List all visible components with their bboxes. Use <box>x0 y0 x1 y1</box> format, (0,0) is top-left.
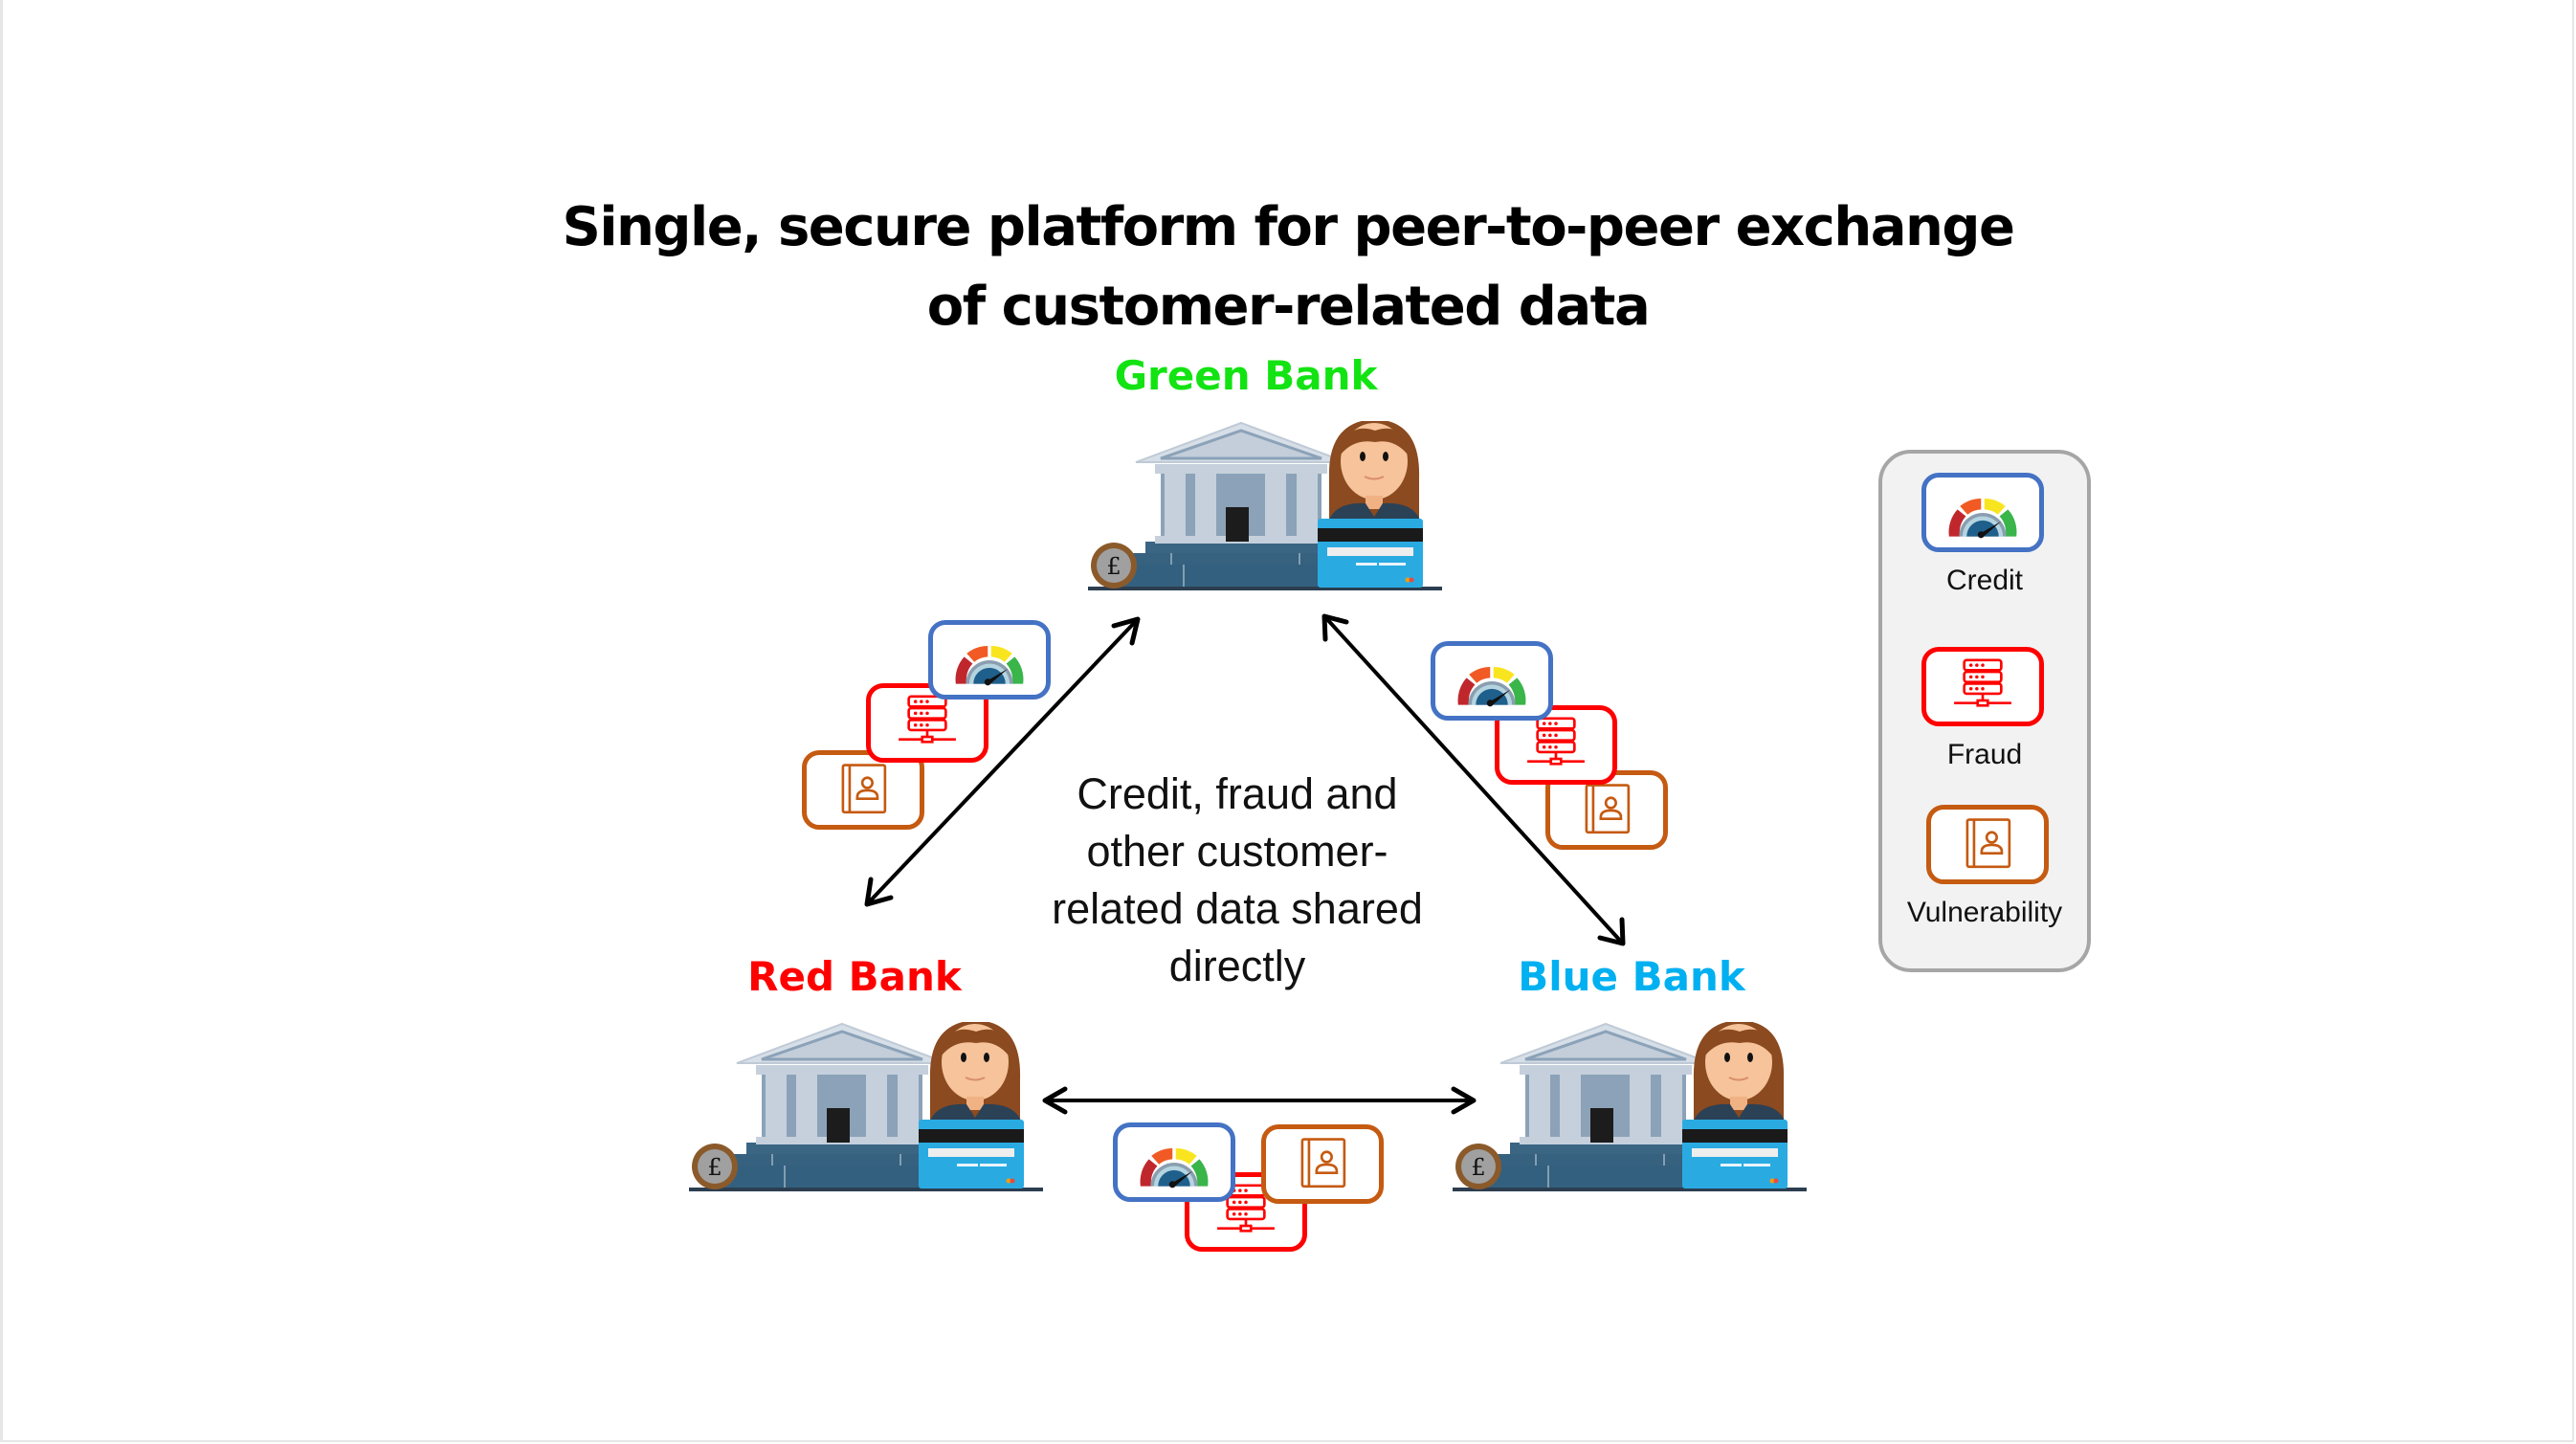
center-description: Credit, fraud and other customer- relate… <box>1017 766 1457 995</box>
center-text-line-3: related data shared <box>1052 884 1423 933</box>
credit-card-bottom <box>1113 1122 1235 1202</box>
legend-fraud-label: Fraud <box>1946 739 2023 770</box>
vulnerability-card-bottom <box>1261 1124 1384 1204</box>
arrowhead-red-end <box>864 877 894 907</box>
arrow-green-blue <box>1323 615 1624 944</box>
arrow-red-green <box>866 618 1139 905</box>
arrowhead-green-end <box>1111 616 1141 646</box>
legend-credit-label: Credit <box>1945 565 2024 596</box>
red-bank-label: Red Bank <box>747 953 962 1000</box>
legend-vulnerability-card <box>1926 805 2049 884</box>
center-text-line-2: other customer- <box>1086 827 1388 876</box>
vulnerability-card-left <box>802 750 924 830</box>
center-text-line-4: directly <box>1168 942 1306 990</box>
arrowhead-blue-end-2 <box>1451 1086 1477 1115</box>
green-bank-illustration: £ <box>1088 419 1442 593</box>
slide-title-line-2: of customer-related data <box>926 276 1651 338</box>
bank-building-icon: £ <box>1453 1020 1807 1198</box>
red-bank-illustration: £ <box>689 1020 1043 1194</box>
center-text-line-1: Credit, fraud and <box>1077 769 1398 818</box>
legend-credit-card <box>1921 473 2044 552</box>
pound-coin-icon: £ <box>1106 553 1121 580</box>
legend-fraud-card <box>1921 647 2044 726</box>
arrowhead-blue-end <box>1597 917 1626 946</box>
bank-building-icon: £ <box>1088 419 1442 597</box>
legend-panel: Credit Fraud Vulnerability <box>1878 450 2091 972</box>
bank-building-icon: £ <box>689 1020 1043 1198</box>
arrowhead-red-end-2 <box>1042 1086 1068 1115</box>
legend-vulnerability-label: Vulnerability <box>1906 897 2063 928</box>
credit-card-right <box>1431 641 1553 721</box>
pound-coin-icon: £ <box>707 1154 722 1181</box>
blue-bank-illustration: £ <box>1453 1020 1807 1194</box>
credit-card-left <box>928 620 1051 700</box>
blue-bank-label: Blue Bank <box>1518 953 1745 1000</box>
pound-coin-icon: £ <box>1471 1154 1485 1181</box>
green-bank-label: Green Bank <box>1114 352 1378 399</box>
slide-title-line-1: Single, secure platform for peer-to-peer… <box>562 196 2015 258</box>
arrowhead-green-end-2 <box>1321 613 1349 642</box>
